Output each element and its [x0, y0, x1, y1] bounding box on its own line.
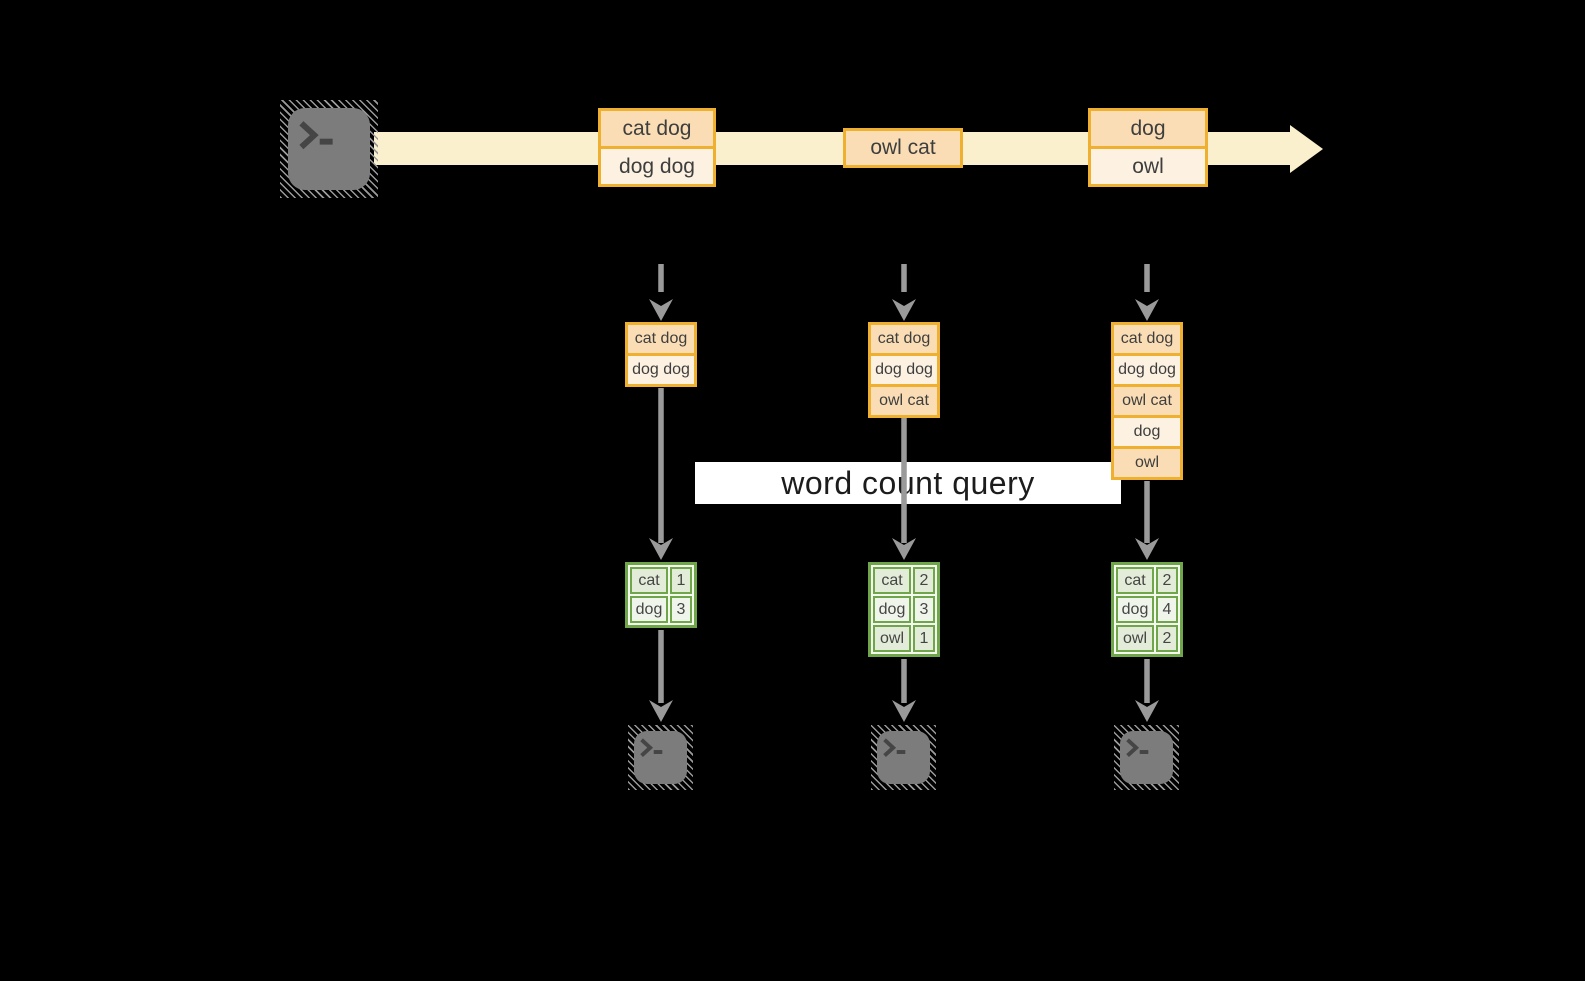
- sink-terminal-icon-3: [1114, 725, 1179, 790]
- word-cell: cat: [630, 567, 668, 594]
- stream-batch-2: owl cat: [843, 128, 963, 168]
- table-row: owl 1: [873, 625, 935, 652]
- dashed-arrow-col3: [1135, 264, 1159, 321]
- table-row: cat 1: [630, 567, 692, 594]
- word-cell: cat: [873, 567, 911, 594]
- stream-batch-3: dog owl: [1088, 108, 1208, 187]
- input-row: cat dog: [871, 325, 937, 353]
- source-terminal-icon: [280, 100, 378, 198]
- table-row: dog 4: [1116, 596, 1178, 623]
- table-row: owl 2: [1116, 625, 1178, 652]
- count-cell: 2: [1156, 567, 1178, 594]
- stream-record: owl cat: [846, 131, 960, 165]
- stream-record: dog dog: [601, 146, 713, 184]
- input-row: owl: [1114, 446, 1180, 477]
- dashed-arrow-col1: [649, 264, 673, 321]
- count-cell: 1: [670, 567, 692, 594]
- output-arrow-col3: [1135, 659, 1159, 722]
- count-cell: 2: [913, 567, 935, 594]
- table-row: cat 2: [1116, 567, 1178, 594]
- input-table-t2: cat dog dog dog owl cat: [868, 322, 940, 418]
- input-table-t3: cat dog dog dog owl cat dog owl: [1111, 322, 1183, 480]
- word-cell: cat: [1116, 567, 1154, 594]
- input-row: cat dog: [628, 325, 694, 353]
- table-row: dog 3: [630, 596, 692, 623]
- output-arrow-col1: [649, 630, 673, 722]
- count-cell: 3: [913, 596, 935, 623]
- count-cell: 2: [1156, 625, 1178, 652]
- stream-record: cat dog: [601, 111, 713, 146]
- sink-terminal-icon-2: [871, 725, 936, 790]
- dashed-arrow-col2: [892, 264, 916, 321]
- word-cell: dog: [1116, 596, 1154, 623]
- result-table-t3: cat 2 dog 4 owl 2: [1111, 562, 1183, 657]
- input-row: dog: [1114, 415, 1180, 446]
- count-cell: 3: [670, 596, 692, 623]
- word-cell: dog: [630, 596, 668, 623]
- query-label: word count query: [695, 462, 1121, 504]
- word-cell: owl: [873, 625, 911, 652]
- word-cell: owl: [1116, 625, 1154, 652]
- stream-record: dog: [1091, 111, 1205, 146]
- output-arrow-col2: [892, 659, 916, 722]
- terminal-prompt-icon: [640, 738, 663, 758]
- word-cell: dog: [873, 596, 911, 623]
- terminal-prompt-icon: [299, 120, 333, 149]
- table-row: dog 3: [873, 596, 935, 623]
- result-table-t2: cat 2 dog 3 owl 1: [868, 562, 940, 657]
- terminal-prompt-icon: [1126, 738, 1149, 758]
- stream-record: owl: [1091, 146, 1205, 184]
- input-row: cat dog: [1114, 325, 1180, 353]
- terminal-body: [288, 108, 370, 190]
- sink-terminal-icon-1: [628, 725, 693, 790]
- input-row: owl cat: [871, 384, 937, 415]
- query-arrow-col1: [649, 388, 673, 560]
- table-row: cat 2: [873, 567, 935, 594]
- result-table-t1: cat 1 dog 3: [625, 562, 697, 628]
- count-cell: 4: [1156, 596, 1178, 623]
- stream-arrow-head: [1290, 125, 1323, 173]
- input-row: dog dog: [871, 353, 937, 384]
- input-row: dog dog: [628, 353, 694, 384]
- stream-batch-1: cat dog dog dog: [598, 108, 716, 187]
- input-table-t1: cat dog dog dog: [625, 322, 697, 387]
- query-arrow-col3: [1135, 481, 1159, 560]
- input-row: dog dog: [1114, 353, 1180, 384]
- count-cell: 1: [913, 625, 935, 652]
- input-row: owl cat: [1114, 384, 1180, 415]
- terminal-prompt-icon: [883, 738, 906, 758]
